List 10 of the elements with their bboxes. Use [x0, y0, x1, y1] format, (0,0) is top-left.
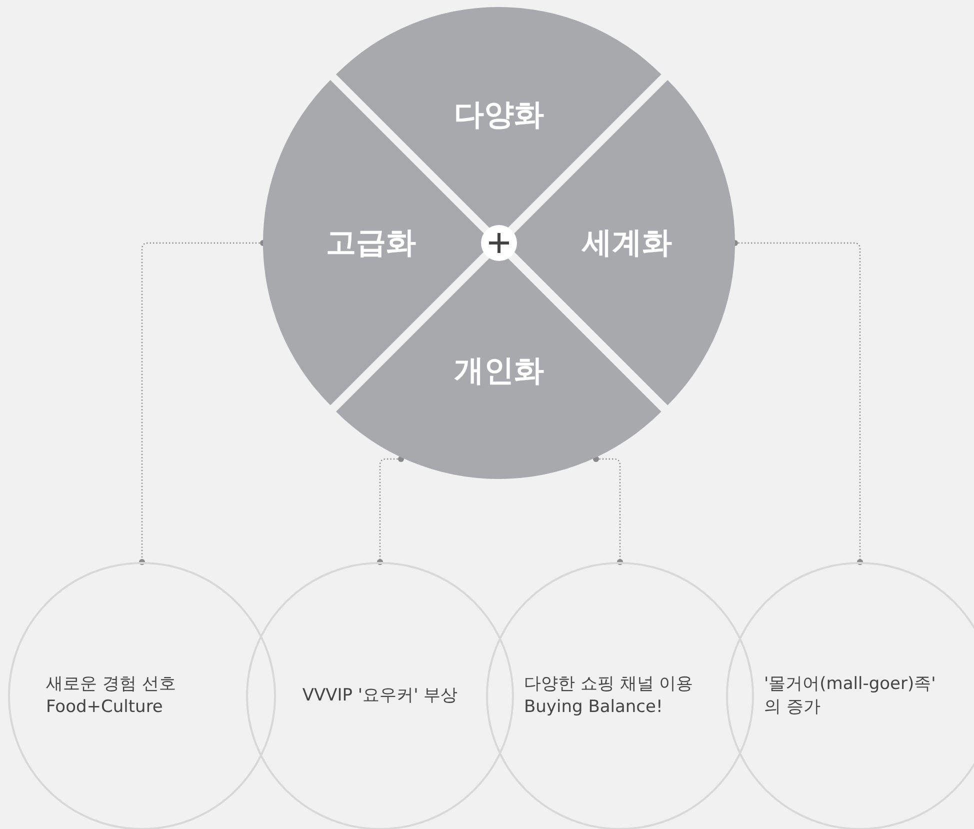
circle-text: VVVIP '요우커' 부상 [302, 684, 458, 708]
segment-label: 고급화 [326, 224, 416, 262]
leader-line [377, 456, 404, 565]
circle-text: 다양한 쇼핑 채널 이용 Buying Balance! [524, 673, 694, 719]
circle-text: '몰거어(mall-goer)족' 의 증가 [764, 673, 937, 719]
segment-label: 세계화 [582, 224, 672, 262]
segment-label: 개인화 [454, 352, 544, 390]
segment-label: 다양화 [454, 96, 544, 134]
leader-line [593, 456, 623, 565]
circle-text: 새로운 경험 선호 Food+Culture [46, 673, 177, 719]
